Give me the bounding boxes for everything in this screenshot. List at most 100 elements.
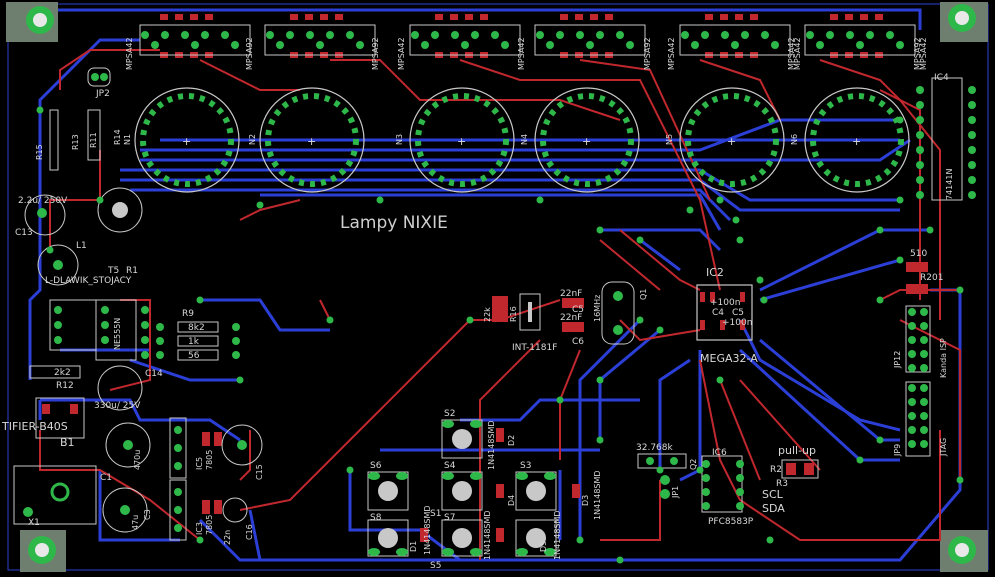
ic4-value: 74141N <box>945 169 954 200</box>
switch-label: S6 <box>370 461 382 471</box>
ic2-inner: C5 <box>732 308 744 318</box>
r2-label: R2 <box>770 465 782 475</box>
ic2-inner: C4 <box>712 308 724 318</box>
switch-label: S3 <box>520 461 531 471</box>
pullup-label: pull-up <box>778 444 816 457</box>
ic6-label: IC6 <box>712 448 727 458</box>
inductor-type: L-DLAWIK_STOJACY <box>45 276 132 286</box>
mounting-hole-top-right <box>940 2 988 42</box>
r10-value: 510 <box>910 249 927 259</box>
power-section: JP2 R15 R13 R14 R11 2.2u/ 250V C13 L1 L-… <box>1 67 264 545</box>
mounting-hole-top-left <box>6 2 58 42</box>
buttons-section: S1 S2 S3 S4 S5 S6 S7 S8 D1 D2 D3 D4 D5 1… <box>367 409 602 571</box>
regulator-value: 7805 <box>205 515 214 535</box>
resistor-label: R11 <box>89 132 98 148</box>
r201-label: R201 <box>920 273 943 283</box>
ic6-value: PFC8583P <box>708 517 754 527</box>
rectifier-ref: B1 <box>60 436 75 449</box>
switch-label: S4 <box>444 461 456 471</box>
nixie-tube-label: N3 <box>395 134 404 145</box>
cap-470-label: 470u <box>133 450 142 470</box>
diode-type: 1N4148SMD <box>423 505 432 555</box>
transistor-label: MPSA92 <box>371 37 380 70</box>
switch-label: S7 <box>444 513 455 523</box>
nixie-tube-center: + <box>307 135 316 148</box>
ic4-label: IC4 <box>934 73 949 83</box>
transistor-label: MPSA92 <box>643 37 652 70</box>
resistor-label: R13 <box>71 134 80 150</box>
transistor-label: MPSA42 <box>125 37 134 70</box>
diode-label: D5 <box>539 541 548 552</box>
rtc-section: 32.768k Q2 JP1 IC6 PFC8583P pull-up R2 R… <box>636 443 819 527</box>
nixie-tube-center: + <box>852 135 861 148</box>
r12-label: R12 <box>56 381 74 391</box>
transistor-label: MPSA42 <box>787 37 796 70</box>
diode-label: D4 <box>507 495 516 506</box>
jp12-label: JP12 <box>893 351 902 369</box>
c6-label: C6 <box>572 337 584 347</box>
c16-label: C16 <box>245 524 254 540</box>
transistor-label: MPSA42 <box>667 37 676 70</box>
q2-label: Q2 <box>689 459 698 470</box>
connector-label: X1 <box>28 518 40 528</box>
ic2-inner: +100n <box>722 318 752 328</box>
transistor-label: MPSA42 <box>919 37 928 70</box>
nixie-tube-row: N1 + N2 + N3 + N4 + N5 + <box>123 87 910 193</box>
mcu-section: IC2 +100n +100n C4 C5 MEGA32-A 16MHz Q1 … <box>483 266 758 365</box>
nixie-tube-label: N5 <box>665 134 674 145</box>
r3-label: R3 <box>776 479 788 489</box>
nixie-tube: N6 + <box>790 87 910 193</box>
isp-label: Kanda ISP <box>939 338 948 378</box>
rtc-crystal-label: 32.768k <box>636 443 673 453</box>
cap-22nf: 22nF <box>560 313 582 323</box>
c14-value: 330u/ 25V <box>94 401 141 411</box>
switch-label: S1 <box>430 509 441 519</box>
transistor-label: MPSA42 <box>517 37 526 70</box>
regulator-ref: IC5 <box>195 457 204 470</box>
cap-47-label: 47u <box>131 515 140 530</box>
c14-label: C14 <box>145 369 163 379</box>
jumper-label: JP2 <box>95 89 110 99</box>
regulator-ref: IC3 <box>195 522 204 535</box>
board-caption: Lampy NIXIE <box>340 213 448 233</box>
nixie-tube-label: N2 <box>248 134 257 145</box>
transistor-t5-label: T5 <box>107 266 119 276</box>
jp1-label: JP1 <box>671 486 680 499</box>
nixie-tube-center: + <box>727 135 736 148</box>
diode-type: 1N4148SMD <box>593 470 602 520</box>
nixie-tube: N1 + <box>123 87 240 193</box>
diode-label: D1 <box>409 541 418 552</box>
resistor-value: 1k <box>188 337 200 347</box>
switch-label: S5 <box>430 561 441 571</box>
transistor-label: MPSA42 <box>397 37 406 70</box>
resistor-label: R14 <box>113 129 122 145</box>
cap-c13-label: C13 <box>15 228 33 238</box>
diode-label: D3 <box>581 495 590 506</box>
nixie-tube: N3 + <box>395 87 515 193</box>
transistor-r1-label: R1 <box>126 266 138 276</box>
transistor-label: MPSA92 <box>245 37 254 70</box>
ic2-inner: +100n <box>710 298 740 308</box>
cap-22nf: 22nF <box>560 289 582 299</box>
jp9-label: JP9 <box>893 444 902 457</box>
diode-type: 1N4148SMD <box>483 510 492 560</box>
nixie-tube-label: N1 <box>123 134 132 145</box>
diode-label: D2 <box>507 435 516 446</box>
right-section: IC4 74141N 510 R10 R201 Kanda ISP JP12 J… <box>893 73 976 457</box>
driver-ic-label: NE555N <box>113 318 122 350</box>
scl-label: SCL <box>762 488 784 501</box>
driver-transistor-row: MPSA42 MPSA92 MPSA92 MPSA42 MPSA42 MPSA9… <box>125 14 928 70</box>
ir-receiver-label: INT-1181F <box>512 343 557 353</box>
top-layer-traces <box>39 49 961 560</box>
nixie-tube-label: N4 <box>520 134 529 145</box>
resistor-label: R15 <box>35 144 44 160</box>
nixie-tube: N4 + <box>520 87 640 193</box>
crystal-label: 16MHz <box>593 295 602 322</box>
transistor-label: MPSA92 <box>913 37 922 70</box>
c5-label: C5 <box>572 305 584 315</box>
resistor-value: 56 <box>188 351 200 361</box>
board-outline <box>7 3 989 571</box>
nixie-tube-center: + <box>182 135 191 148</box>
rectifier-label: TIFIER-B40S <box>1 420 68 433</box>
